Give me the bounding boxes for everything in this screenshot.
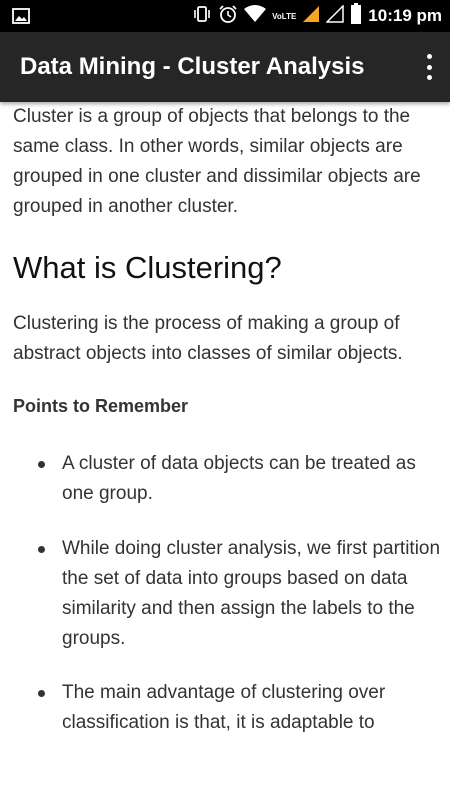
network-label: VoLTE <box>272 11 297 21</box>
status-bar: VoLTE 10:19 pm <box>0 0 450 32</box>
bullet-icon <box>38 546 45 553</box>
clock: 10:19 pm <box>368 6 442 25</box>
signal-icon <box>302 5 320 28</box>
bullet-icon <box>38 690 45 697</box>
list-item-text: The main advantage of clustering over cl… <box>62 682 386 733</box>
signal-empty-icon <box>325 3 345 28</box>
app-bar: Data Mining - Cluster Analysis <box>0 32 450 102</box>
definition-paragraph: Clustering is the process of making a gr… <box>13 313 403 364</box>
subheading: Points to Remember <box>13 396 189 416</box>
overflow-menu-icon[interactable] <box>422 54 436 80</box>
article-content[interactable]: Cluster is a group of objects that belon… <box>0 102 450 800</box>
wifi-icon <box>244 4 267 28</box>
image-icon <box>12 7 30 25</box>
intro-paragraph: Cluster is a group of objects that belon… <box>13 106 421 217</box>
vibrate-icon <box>192 5 212 28</box>
alarm-icon <box>218 4 238 29</box>
list-item-text: A cluster of data objects can be treated… <box>62 453 416 504</box>
list-item-text: While doing cluster analysis, we first p… <box>62 538 441 649</box>
section-heading: What is Clustering? <box>13 250 282 285</box>
bullet-icon <box>38 461 45 468</box>
battery-icon <box>350 2 362 30</box>
page-title: Data Mining - Cluster Analysis <box>20 53 365 80</box>
